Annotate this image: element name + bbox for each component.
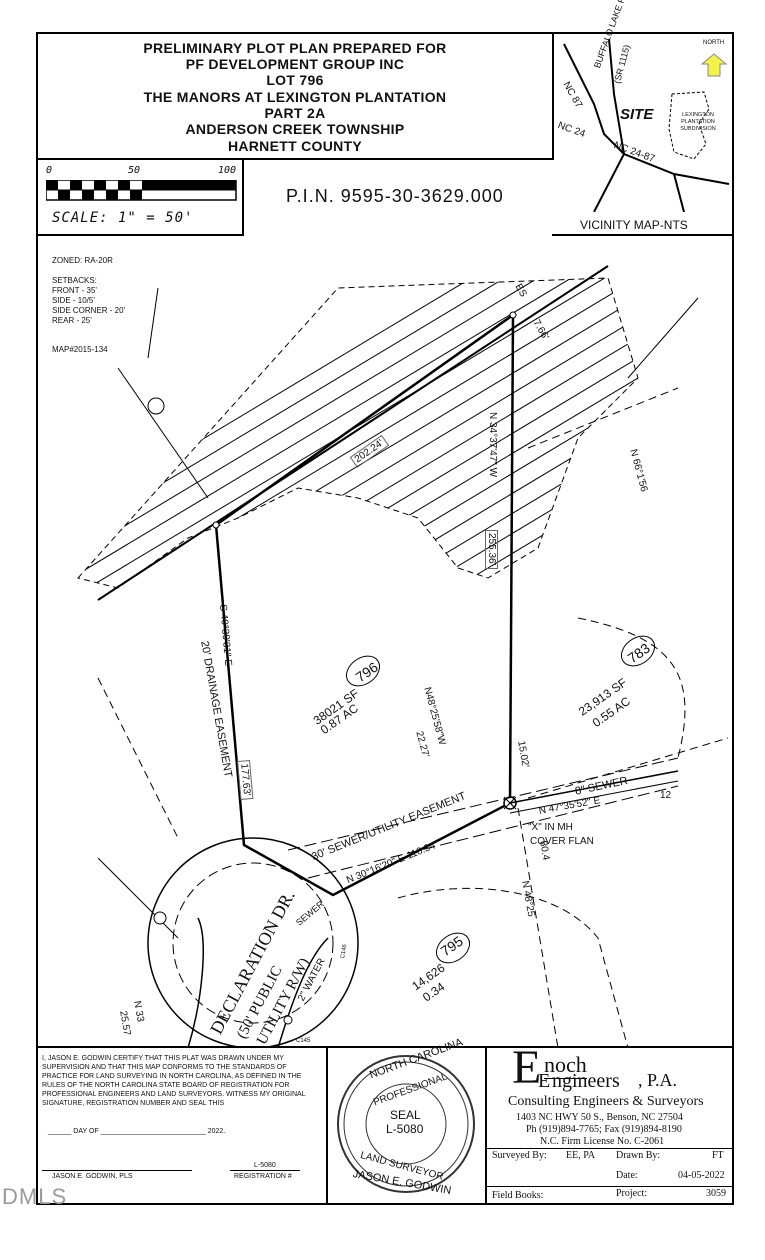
manhole-label: "X" IN MH [528,822,573,833]
company-phone: Ph (919)894-7765; Fax (919)894-8190 [526,1124,682,1135]
vicinity-map [563,38,730,212]
setback-front: FRONT - 35' [52,286,97,295]
date-label: Date: [616,1170,638,1181]
scale-tick-100: 100 [218,165,237,176]
setback-rear: REAR - 25' [52,316,92,325]
north-arrow-icon [700,53,728,77]
signature-line [42,1170,192,1171]
title-line-6: ANDERSON CREEK TOWNSHIP [185,121,405,137]
title-line-7: HARNETT COUNTY [227,138,363,154]
title-line-3: LOT 796 [266,72,324,88]
company-address: 1403 NC HWY 50 S., Benson, NC 27504 [516,1112,683,1123]
certification-day-line: ______ DAY OF __________________________… [48,1128,226,1135]
company-suffix: , P.A. [638,1070,678,1090]
surveyor-seal [337,1055,475,1193]
seal-number: L-5080 [386,1122,424,1136]
project-label: Project: [616,1188,648,1199]
project-number: 3059 [706,1188,726,1199]
scale-bar [46,180,237,201]
bottom-divider-2 [485,1046,487,1205]
setback-side-corner: SIDE CORNER - 20' [52,306,126,315]
setback-side: SIDE - 10/5' [52,296,95,305]
info-table-divider [485,1186,734,1187]
surveyor-name: JASON E. GODWIN, PLS [52,1173,133,1180]
scale-tick-50: 50 [128,165,141,176]
date-value: 04-05-2022 [678,1170,725,1181]
cover-flange-label: COVER FLAN [530,836,594,847]
certification-text: I, JASON E. GODWIN CERTIFY THAT THIS PLA… [42,1055,306,1107]
company-subtitle: Consulting Engineers & Surveyors [508,1094,704,1109]
title-line-1: PRELIMINARY PLOT PLAN PREPARED FOR [143,40,447,56]
bottom-divider-1 [326,1046,328,1205]
info-table-top [485,1148,734,1149]
subdivision-label: LEXINGTON PLANTATION SUBDIVISION [680,112,716,132]
plot-drawing [77,265,729,1048]
title-line-5: PART 2A [264,105,326,121]
vicinity-map-label: VICINITY MAP-NTS [580,218,688,232]
dist-12: 12 [660,790,672,801]
company-logo-e1: E [512,1041,542,1094]
setbacks-title: SETBACKS: [52,276,97,285]
manhole-icon [153,911,167,925]
scale-tick-0: 0 [46,165,53,176]
seal-word: SEAL [390,1108,421,1122]
scale-label: SCALE: 1" = 50' [52,210,194,226]
north-label: NORTH [703,40,725,46]
pin-number: P.I.N. 9595-30-3629.000 [286,186,504,206]
company-name-1: noch [544,1052,587,1079]
title-line-2: PF DEVELOPMENT GROUP INC [185,56,405,72]
scale-block [36,158,244,236]
registration-line [230,1170,300,1171]
vicinity-map-box [552,32,734,236]
surveyed-by: EE, PA [566,1150,596,1161]
curve-c145: C145 [296,1038,311,1044]
bottom-block [36,1046,734,1048]
drawn-by-label: Drawn By: [616,1150,661,1161]
site-label: SITE [620,106,654,123]
field-books-label: Field Books: [492,1190,544,1201]
company-logo-e2: E [538,1070,551,1092]
map-reference: MAP#2015-134 [52,345,108,354]
bearing-north-line: N 34°37'47" W [487,412,498,478]
dist-255: 255.36' [485,530,498,569]
company-license: N.C. Firm License No. C-2061 [540,1136,665,1147]
watermark: DMLS [2,1184,68,1209]
drawn-by: FT [712,1150,724,1161]
zoned-note: ZONED: RA-20R [52,256,113,265]
surveyed-by-label: Surveyed By: [492,1150,547,1161]
registration-label: REGISTRATION # [234,1173,292,1180]
registration-number: L-5080 [254,1162,276,1169]
plat-frame [36,32,734,1205]
title-block [36,32,554,160]
company-name-2: ngineers [552,1070,620,1092]
title-line-4: THE MANORS AT LEXINGTON PLANTATION [143,89,447,105]
